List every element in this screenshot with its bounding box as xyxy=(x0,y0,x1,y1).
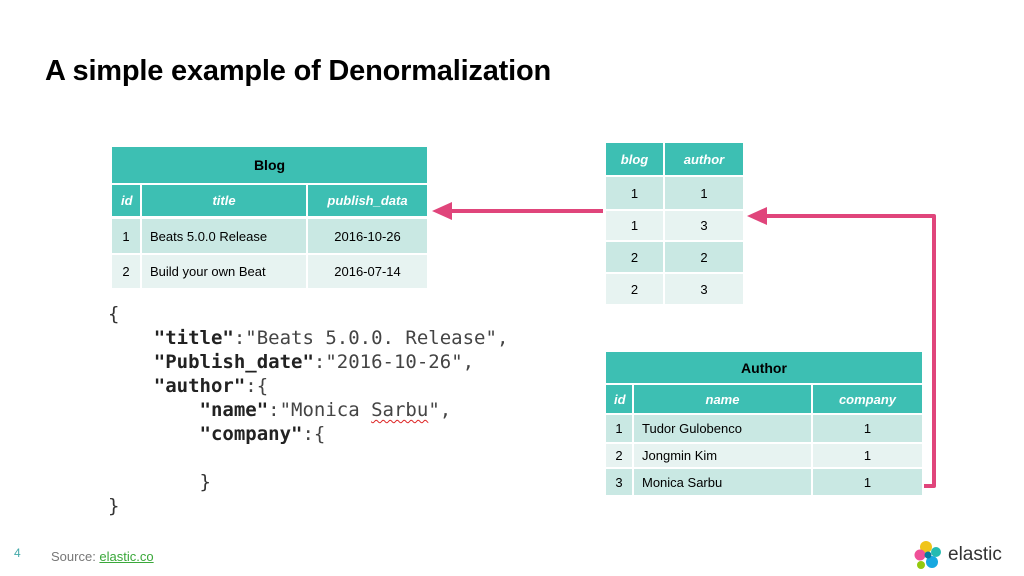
source-label: Source: xyxy=(51,549,100,564)
code-inner-close: } xyxy=(199,471,211,493)
code-open-brace: { xyxy=(108,303,120,325)
join-col-author: author xyxy=(665,143,743,175)
join-row4-blog: 2 xyxy=(606,274,663,304)
author-col-id: id xyxy=(606,385,632,413)
author-row1-id: 1 xyxy=(606,415,632,442)
author-row3-name: Monica Sarbu xyxy=(634,469,811,495)
code-name-value-b: Sarbu xyxy=(371,399,429,421)
join-row2-author: 3 xyxy=(665,211,743,240)
join-row1-author: 1 xyxy=(665,177,743,209)
code-name-value-a: :"Monica xyxy=(268,399,372,421)
blog-row1-id: 1 xyxy=(112,219,140,253)
author-col-company: company xyxy=(813,385,922,413)
slide-title: A simple example of Denormalization xyxy=(45,55,551,87)
join-row1-blog: 1 xyxy=(606,177,663,209)
elastic-logo: elastic xyxy=(912,540,1002,570)
blog-row1-date: 2016-10-26 xyxy=(308,219,427,253)
arrow-head-join xyxy=(747,207,767,225)
blog-row2-title: Build your own Beat xyxy=(142,255,306,288)
code-author-key: "author" xyxy=(153,375,246,397)
blog-row2-id: 2 xyxy=(112,255,140,288)
code-name-key: "name" xyxy=(199,399,269,421)
join-row3-author: 2 xyxy=(665,242,743,272)
code-title-key: "title" xyxy=(153,327,234,349)
blog-row1-title: Beats 5.0.0 Release xyxy=(142,219,306,253)
blog-table-caption: Blog xyxy=(112,147,427,183)
join-row3-blog: 2 xyxy=(606,242,663,272)
code-company-open: :{ xyxy=(302,423,326,445)
source-link[interactable]: elastic.co xyxy=(99,549,154,564)
code-outer-close: } xyxy=(108,495,120,517)
author-row1-name: Tudor Gulobenco xyxy=(634,415,811,442)
author-row3-id: 3 xyxy=(606,469,632,495)
blog-col-id: id xyxy=(112,185,140,216)
join-col-blog: blog xyxy=(606,143,663,175)
author-row2-company: 1 xyxy=(813,444,922,467)
code-author-open: :{ xyxy=(245,375,269,397)
page-number: 4 xyxy=(14,546,21,560)
join-row4-author: 3 xyxy=(665,274,743,304)
json-document: { "title":"Beats 5.0.0. Release", "Publi… xyxy=(108,302,508,518)
code-company-key: "company" xyxy=(199,423,303,445)
author-row3-company: 1 xyxy=(813,469,922,495)
author-col-name: name xyxy=(634,385,811,413)
author-row2-name: Jongmin Kim xyxy=(634,444,811,467)
author-table-caption: Author xyxy=(606,352,922,383)
author-row1-company: 1 xyxy=(813,415,922,442)
source-note: Source: elastic.co xyxy=(51,549,154,564)
elastic-logo-text: elastic xyxy=(948,544,1002,565)
elastic-logo-icon xyxy=(914,541,941,569)
join-row2-blog: 1 xyxy=(606,211,663,240)
code-publish-value: :"2016-10-26", xyxy=(313,351,475,373)
author-row2-id: 2 xyxy=(606,444,632,467)
code-name-value-c: ", xyxy=(428,399,452,421)
blog-col-title: title xyxy=(142,185,306,216)
blog-row2-date: 2016-07-14 xyxy=(308,255,427,288)
arrow-head-blog xyxy=(432,202,452,220)
code-publish-key: "Publish_date" xyxy=(153,351,314,373)
code-title-value: :"Beats 5.0.0. Release", xyxy=(233,327,509,349)
blog-col-publish: publish_data xyxy=(308,185,427,216)
